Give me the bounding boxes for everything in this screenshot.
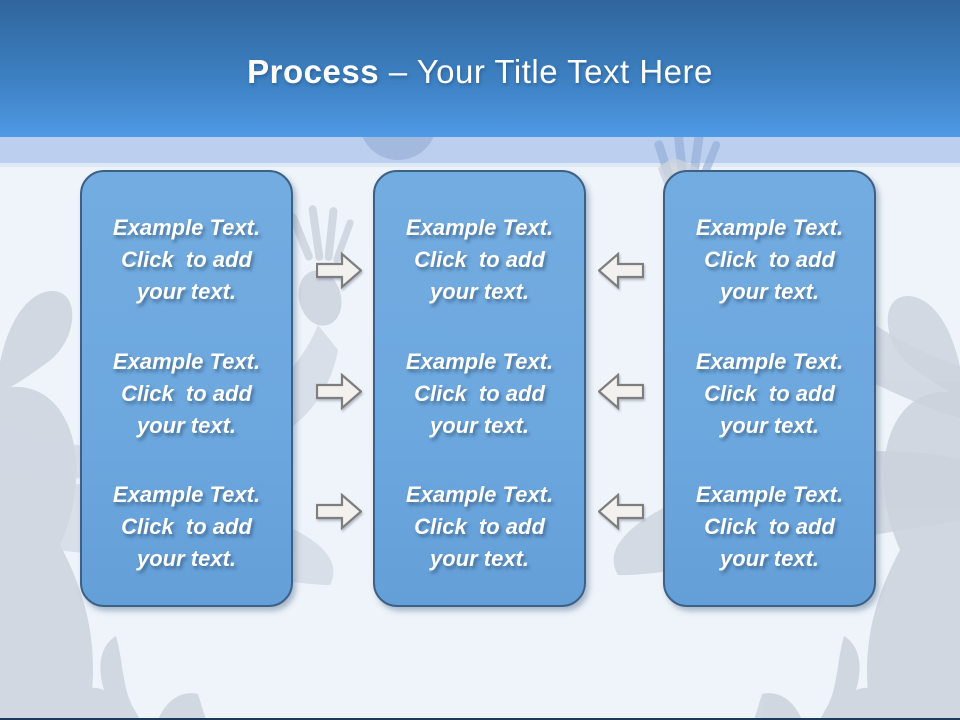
- placeholder-line: Example Text.: [405, 482, 554, 507]
- placeholder-line: Click to add: [414, 247, 545, 272]
- placeholder-line: your text.: [719, 412, 820, 438]
- placeholder-line: Example Text.: [112, 348, 261, 374]
- text-placeholder[interactable]: Example Text. Click to add your text.: [383, 479, 576, 575]
- text-placeholder[interactable]: Example Text. Click to add your text.: [90, 346, 283, 442]
- placeholder-line: Example Text.: [695, 215, 844, 240]
- placeholder-line: your text.: [719, 279, 820, 304]
- arrow-left-icon: [598, 373, 644, 410]
- placeholder-line: Example Text.: [695, 482, 844, 507]
- placeholder-line: Example Text.: [112, 215, 261, 240]
- page-title: Process – Your Title Text Here: [0, 53, 960, 91]
- process-panel-left[interactable]: Example Text. Click to add your text. Ex…: [80, 170, 293, 607]
- placeholder-line: your text.: [429, 546, 530, 571]
- arrow-right-icon: [316, 252, 362, 289]
- text-placeholder[interactable]: Example Text. Click to add your text.: [673, 346, 866, 442]
- placeholder-line: Click to add: [121, 247, 252, 272]
- placeholder-line: Click to add: [121, 514, 252, 539]
- arrow-right-icon: [316, 373, 362, 410]
- process-panel-center[interactable]: Example Text. Click to add your text. Ex…: [373, 170, 586, 607]
- placeholder-line: Click to add: [121, 380, 252, 406]
- placeholder-line: Example Text.: [405, 215, 554, 240]
- placeholder-line: your text.: [136, 546, 237, 571]
- arrow-right-icon: [316, 493, 362, 530]
- placeholder-line: Example Text.: [695, 348, 844, 374]
- placeholder-line: Example Text.: [405, 348, 554, 374]
- placeholder-line: your text.: [429, 412, 530, 438]
- placeholder-line: your text.: [136, 279, 237, 304]
- placeholder-line: Click to add: [414, 380, 545, 406]
- text-placeholder[interactable]: Example Text. Click to add your text.: [383, 346, 576, 442]
- text-placeholder[interactable]: Example Text. Click to add your text.: [383, 212, 576, 308]
- placeholder-line: your text.: [429, 279, 530, 304]
- text-placeholder[interactable]: Example Text. Click to add your text.: [673, 479, 866, 575]
- title-rest: – Your Title Text Here: [379, 53, 713, 90]
- placeholder-line: your text.: [136, 412, 237, 438]
- text-placeholder[interactable]: Example Text. Click to add your text.: [673, 212, 866, 308]
- placeholder-line: Click to add: [704, 380, 835, 406]
- placeholder-line: Click to add: [414, 514, 545, 539]
- text-placeholder[interactable]: Example Text. Click to add your text.: [90, 479, 283, 575]
- process-panel-right[interactable]: Example Text. Click to add your text. Ex…: [663, 170, 876, 607]
- header-accent-band-edge: [0, 163, 960, 167]
- footer-accent-line: [0, 717, 960, 720]
- header-accent-band: [0, 137, 960, 163]
- title-keyword: Process: [247, 53, 380, 90]
- placeholder-line: your text.: [719, 546, 820, 571]
- arrow-left-icon: [598, 252, 644, 289]
- text-placeholder[interactable]: Example Text. Click to add your text.: [90, 212, 283, 308]
- placeholder-line: Click to add: [704, 247, 835, 272]
- placeholder-line: Click to add: [704, 514, 835, 539]
- arrow-left-icon: [598, 493, 644, 530]
- placeholder-line: Example Text.: [112, 482, 261, 507]
- slide-header: Process – Your Title Text Here: [0, 0, 960, 137]
